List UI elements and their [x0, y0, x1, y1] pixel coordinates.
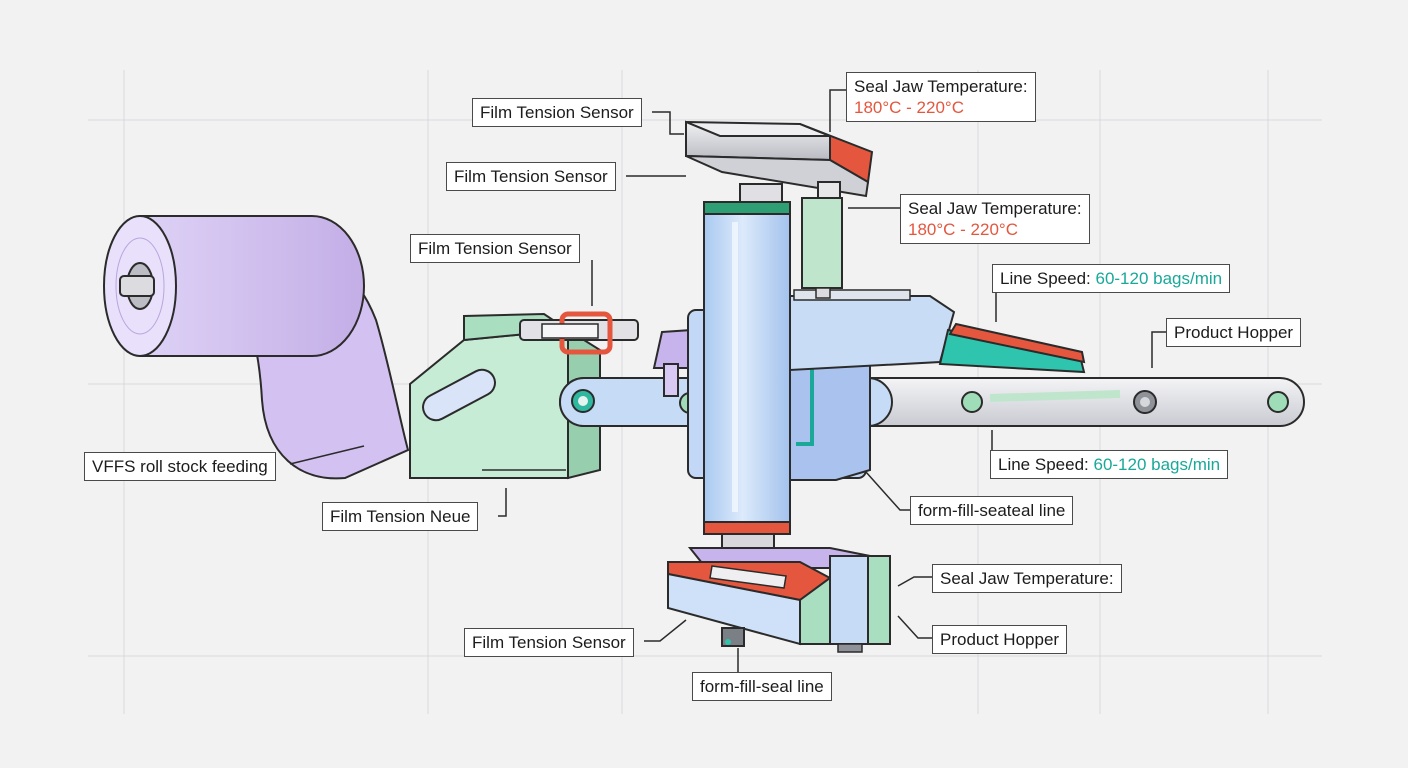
jaw-sensor-arm	[801, 197, 843, 299]
label-line-speed-bottom: Line Speed: 60-120 bags/min	[990, 450, 1229, 479]
hopper-chute	[789, 289, 1086, 374]
label-seal-jaw-title: Seal Jaw Temperature:	[854, 77, 1028, 96]
label-line-speed-top: Line Speed: 60-120 bags/min	[992, 264, 1231, 293]
label-seal-jaw-temperature-bottom: Seal Jaw Temperature:	[932, 564, 1122, 593]
label-line-speed-title: Line Speed:	[1000, 269, 1091, 288]
forming-tube	[703, 183, 791, 565]
label-product-hopper-2: Product Hopper	[932, 625, 1068, 654]
label-film-tension-sensor-1: Film Tension Sensor	[472, 98, 642, 127]
label-line-speed-title: Line Speed:	[998, 455, 1089, 474]
leader-lines	[289, 89, 1166, 674]
label-film-tension-neue: Film Tension Neue	[322, 502, 479, 531]
label-form-fill-seal-line-1: form-fill-seateal line	[910, 496, 1074, 525]
label-seal-jaw-title: Seal Jaw Temperature:	[908, 199, 1082, 218]
film-roll	[103, 215, 365, 357]
bottom-seal-jaw	[667, 547, 891, 653]
label-seal-jaw-value: 180°C - 220°C	[908, 220, 1018, 239]
label-seal-jaw-value: 180°C - 220°C	[854, 98, 964, 117]
label-form-fill-seal-line-2: form-fill-seal line	[692, 672, 832, 701]
label-film-tension-sensor-2: Film Tension Sensor	[446, 162, 616, 191]
label-film-tension-sensor-4: Film Tension Sensor	[464, 628, 634, 657]
label-vffs-roll-stock-feeding: VFFS roll stock feeding	[84, 452, 276, 481]
label-seal-jaw-temperature-mid: Seal Jaw Temperature: 180°C - 220°C	[900, 194, 1090, 244]
label-product-hopper-1: Product Hopper	[1166, 318, 1302, 347]
label-line-speed-value: 60-120 bags/min	[1093, 455, 1221, 474]
label-line-speed-value: 60-120 bags/min	[1095, 269, 1223, 288]
tube-bracket	[652, 328, 693, 369]
top-seal-jaw	[685, 120, 874, 209]
label-film-tension-sensor-3: Film Tension Sensor	[410, 234, 580, 263]
tensioner-housing	[409, 312, 601, 480]
label-seal-jaw-temperature-top: Seal Jaw Temperature: 180°C - 220°C	[846, 72, 1036, 122]
tension-sensor-clip	[519, 311, 639, 355]
